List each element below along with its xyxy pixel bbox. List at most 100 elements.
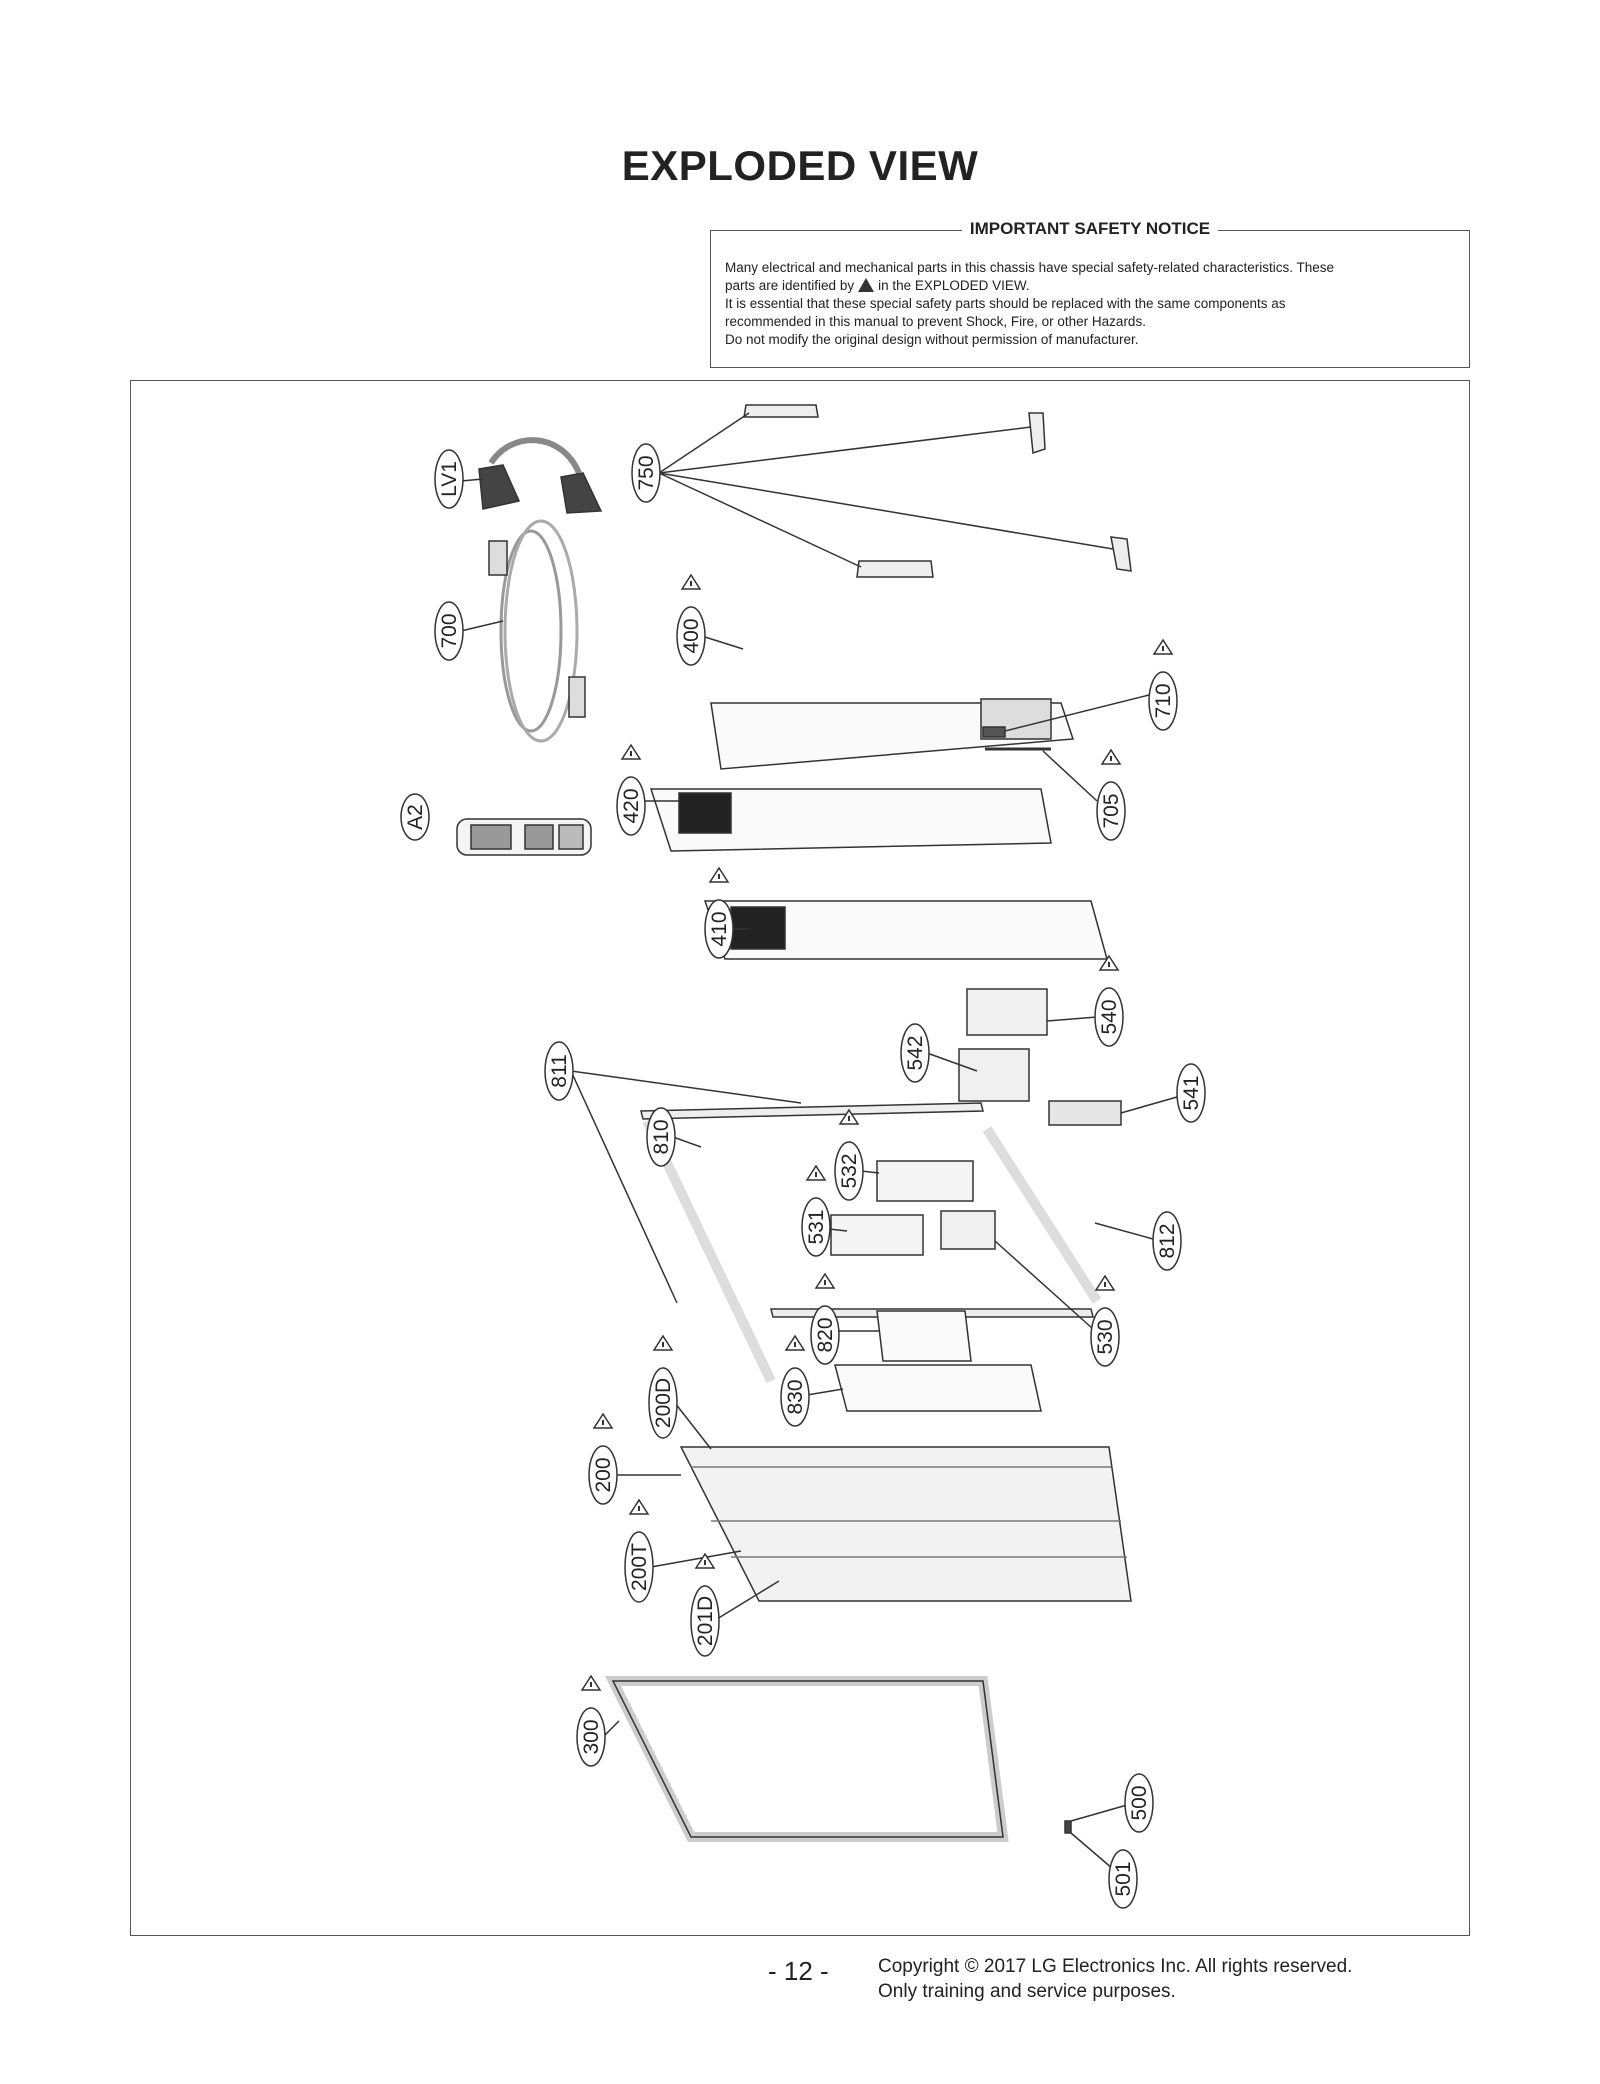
leader-line: [806, 1388, 844, 1396]
callout-ellipse: [1124, 1773, 1154, 1833]
callout-ellipse: [1108, 1849, 1138, 1909]
part-number: 542: [904, 1035, 927, 1070]
notice-line: Many electrical and mechanical parts in …: [725, 260, 1335, 275]
copyright-line: Only training and service purposes.: [878, 1981, 1176, 2002]
notice-line: in the EXPLODED VIEW.: [878, 278, 1030, 293]
power-cord-700: [499, 529, 563, 733]
part-callout-200d: 200D: [648, 1334, 678, 1439]
part-number: 200D: [652, 1378, 675, 1428]
part-number: 700: [438, 613, 461, 648]
part-callout-820: 820: [810, 1272, 840, 1365]
notice-line: parts are identified by: [725, 278, 855, 293]
rail-812: [982, 1126, 1102, 1304]
part-number: 410: [708, 911, 731, 946]
chassis-200: [679, 1446, 1132, 1602]
screw-501: [1064, 1820, 1072, 1834]
leader-line: [570, 1070, 678, 1304]
part-number: 710: [1152, 683, 1175, 718]
cable-plug-icon: [560, 472, 603, 514]
part-number: 531: [805, 1209, 828, 1244]
leader-line: [674, 1402, 712, 1450]
page-title: EXPLODED VIEW: [621, 142, 979, 189]
sheet-820: [876, 1310, 972, 1362]
part-callout-532: 532: [834, 1108, 864, 1201]
part-number: 830: [784, 1379, 807, 1414]
part-callout-400: 400: [676, 573, 706, 666]
cable-lv1: [488, 437, 582, 475]
board-531: [830, 1214, 924, 1256]
vent-grille: [678, 792, 732, 834]
callout-ellipse: [576, 1707, 606, 1767]
leader-line: [1070, 1804, 1128, 1822]
part-callout-700: 700: [434, 601, 464, 661]
power-plug-icon: [568, 676, 586, 718]
part-callout-540: 540: [1094, 954, 1124, 1047]
leader-line: [658, 472, 862, 568]
part-callout-lv1: LV1: [434, 449, 464, 509]
callout-ellipse: [588, 1445, 618, 1505]
part-callout-420: 420: [616, 743, 646, 836]
part-number: 500: [1128, 1785, 1151, 1820]
leader-line: [1094, 1222, 1154, 1240]
leader-line: [650, 1550, 742, 1568]
stand-bracket-top: [743, 404, 819, 418]
stand-bracket-right-bottom: [1110, 536, 1132, 572]
callout-ellipse: [434, 601, 464, 661]
part-callout-830: 830: [780, 1334, 810, 1427]
board-530: [940, 1210, 996, 1250]
board-541: [1048, 1100, 1122, 1126]
callout-ellipse: [801, 1197, 831, 1257]
safety-notice-text: Many electrical and mechanical parts in …: [725, 259, 1455, 349]
callout-ellipse: [834, 1141, 864, 1201]
cable-710: [982, 726, 1006, 738]
part-number: 201D: [694, 1596, 717, 1646]
callout-ellipse: [1176, 1063, 1206, 1123]
part-callout-500: 500: [1124, 1773, 1154, 1833]
callout-ellipse: [900, 1023, 930, 1083]
callout-ellipse: [648, 1367, 678, 1439]
copyright-line: Copyright © 2017 LG Electronics Inc. All…: [878, 1956, 1353, 1977]
part-number: 820: [814, 1317, 837, 1352]
callout-ellipse: [690, 1585, 720, 1657]
leader-line: [658, 412, 750, 474]
callout-ellipse: [810, 1305, 840, 1365]
leader-line: [460, 478, 484, 482]
safety-notice-box: IMPORTANT SAFETY NOTICE Many electrical …: [710, 219, 1470, 368]
part-number: 530: [1094, 1319, 1117, 1354]
part-callout-530: 530: [1090, 1274, 1120, 1367]
part-callout-750: 750: [631, 443, 661, 503]
board-532: [876, 1160, 974, 1202]
part-callout-710: 710: [1148, 638, 1178, 731]
leader-line: [1046, 1016, 1098, 1022]
leader-line: [860, 1170, 880, 1174]
leader-line: [716, 1580, 780, 1620]
callout-ellipse: [676, 606, 706, 666]
part-number: 501: [1112, 1861, 1135, 1896]
leader-line: [704, 636, 744, 650]
rail-810: [642, 1118, 776, 1384]
callout-ellipse: [780, 1367, 810, 1427]
power-plug-icon: [488, 540, 508, 576]
leader-line: [1042, 750, 1098, 802]
cable-plug-icon: [478, 464, 521, 510]
notice-line: Do not modify the original design withou…: [725, 332, 1139, 347]
part-number: A2: [404, 804, 427, 830]
leader-line: [658, 472, 1114, 550]
leader-line: [994, 1240, 1094, 1330]
stand-bracket-bottom: [856, 560, 934, 578]
callout-ellipse: [400, 793, 430, 841]
leader-line: [672, 1136, 702, 1148]
callout-ellipse: [1094, 987, 1124, 1047]
part-callout-201d: 201D: [690, 1552, 720, 1657]
part-number: 811: [548, 1054, 571, 1087]
part-number: 400: [680, 618, 703, 653]
callout-ellipse: [1096, 781, 1126, 841]
part-callout-810: 810: [646, 1107, 676, 1167]
part-number: 540: [1098, 999, 1121, 1034]
part-callout-300: 300: [576, 1674, 606, 1767]
part-number: LV1: [438, 461, 461, 497]
callout-ellipse: [616, 776, 646, 836]
callout-ellipse: [646, 1107, 676, 1167]
callout-ellipse: [704, 899, 734, 959]
callout-ellipse: [631, 443, 661, 503]
